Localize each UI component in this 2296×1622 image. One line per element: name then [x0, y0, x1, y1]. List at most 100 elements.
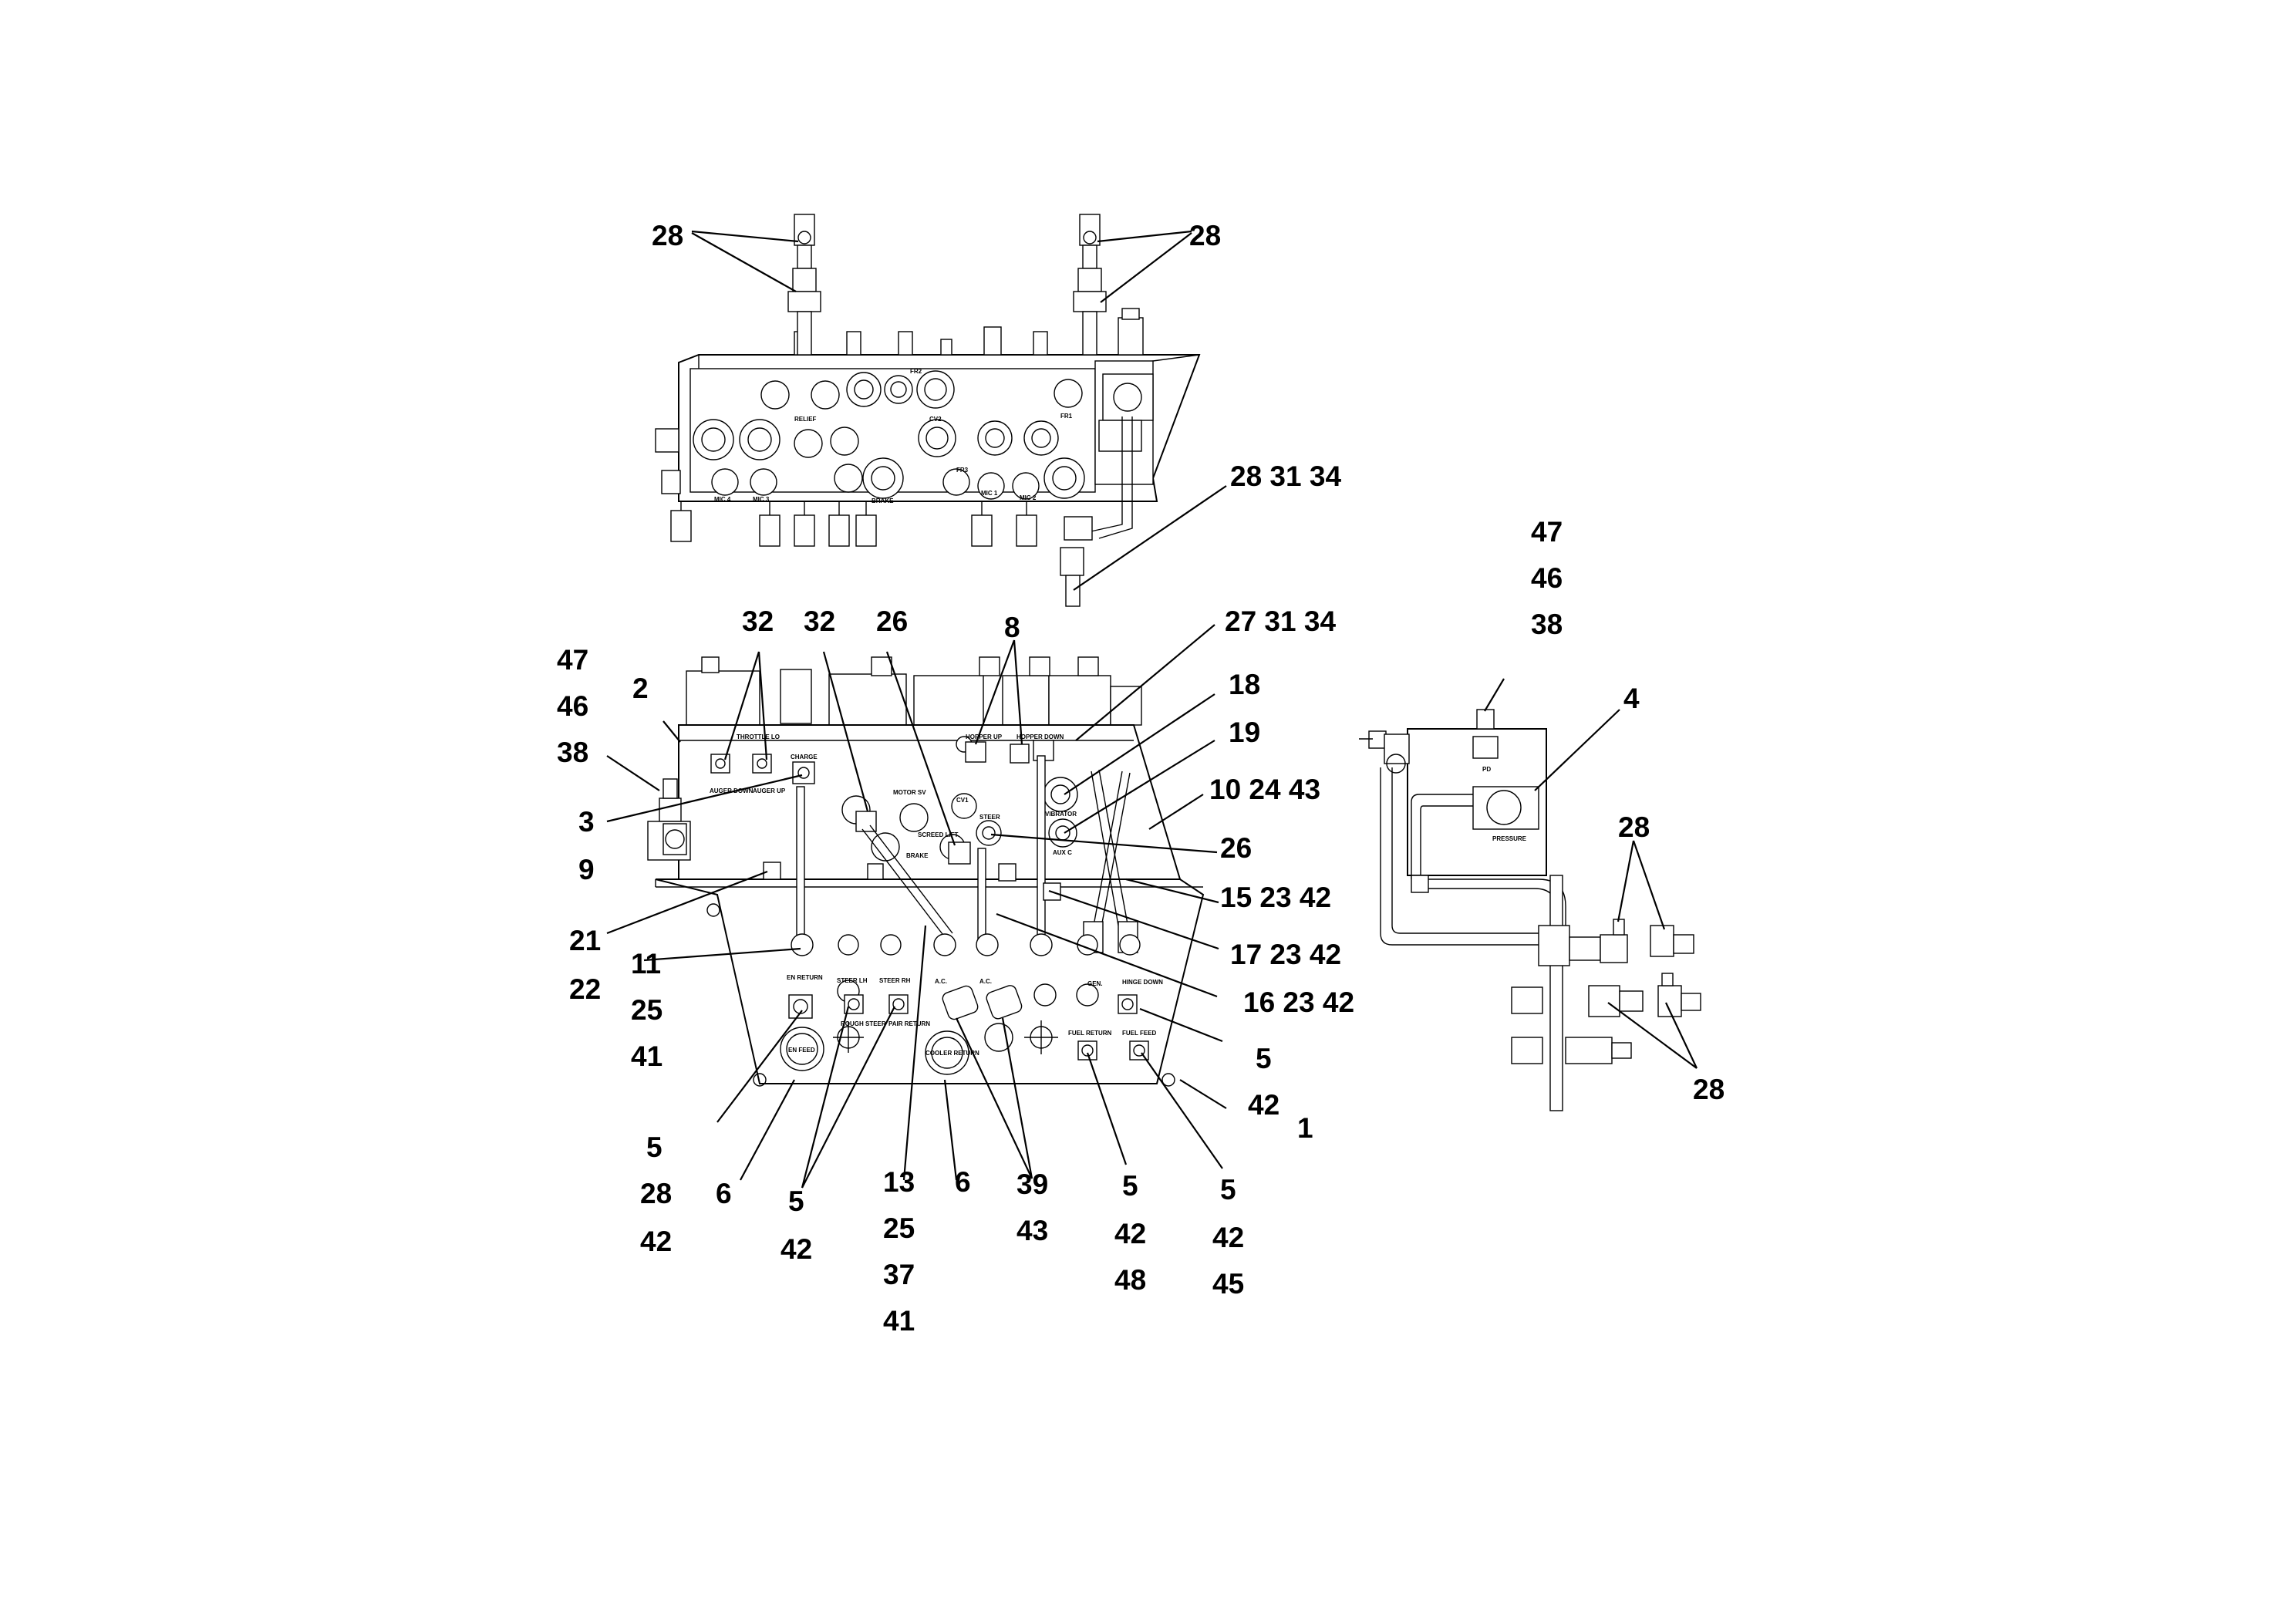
top-valve-manifold: RELIEF FR2 FR1 CV2 FR3 BRAKE MIC 4 MIC 3… [655, 214, 1201, 607]
label-pair-return: PAIR RETURN [888, 1020, 930, 1027]
label-hopper-up: HOPPER UP [966, 733, 1003, 740]
label-cooler-return: COOLER RETURN [925, 1050, 979, 1057]
callout-32-a: 32 [742, 605, 774, 637]
callout-47-right: 47 [1531, 516, 1563, 548]
callout-48: 48 [1114, 1264, 1146, 1296]
callout-9: 9 [578, 854, 595, 885]
label-auger-up: AUGER UP [753, 787, 786, 794]
label-steer: STEER [979, 814, 1000, 821]
label-en-return: EN RETURN [787, 974, 823, 981]
top-fittings [794, 308, 1144, 356]
label-steer-lh: STEER LH [837, 977, 868, 984]
label-mic4: MIC 4 [714, 496, 731, 503]
left-side-fittings [647, 778, 691, 861]
label-pd: PD [1482, 766, 1491, 773]
callout-25-a: 25 [631, 994, 663, 1026]
label-en-feed: EN FEED [788, 1047, 815, 1054]
callout-17-23-42: 17 23 42 [1230, 939, 1341, 970]
label-gen: GEN. [1087, 980, 1103, 987]
label-mic2: MIC 2 [1020, 494, 1037, 501]
label-mic3: MIC 3 [753, 496, 770, 503]
callout-38-left: 38 [557, 737, 588, 768]
label-fr3: FR3 [956, 467, 969, 474]
callout-16-23-42: 16 23 42 [1243, 986, 1354, 1018]
callout-22: 22 [569, 973, 601, 1005]
label-charge: CHARGE [791, 754, 818, 760]
label-brake: BRAKE [906, 852, 929, 859]
label-fuel-feed: FUEL FEED [1122, 1030, 1157, 1037]
callout-28-right-bottom: 28 [1693, 1074, 1725, 1105]
callout-6-b: 6 [955, 1166, 971, 1198]
leader-lines [606, 230, 1698, 1189]
callout-38-right: 38 [1531, 609, 1563, 640]
left-tee-fitting [787, 214, 821, 356]
label-relief: RELIEF [794, 416, 817, 423]
callout-27-31-34: 27 31 34 [1225, 605, 1336, 637]
callout-5-e: 5 [1256, 1043, 1272, 1074]
callout-45: 45 [1212, 1268, 1244, 1300]
callout-42-e: 42 [1248, 1089, 1279, 1121]
solenoid-coils [686, 656, 1142, 726]
pressure-block-assembly: PD PRESSURE [1359, 709, 1701, 1111]
callout-15-23-42: 15 23 42 [1220, 882, 1331, 913]
callout-1: 1 [1297, 1112, 1313, 1144]
label-steer-rh: STEER RH [879, 977, 911, 984]
callout-26-right: 26 [1220, 832, 1252, 864]
label-auger-down: AUGER DOWN [710, 787, 754, 794]
callout-5-d: 5 [1220, 1174, 1236, 1206]
valve-cartridges [655, 370, 1085, 500]
front-ports [710, 736, 1078, 880]
plate-holes [780, 933, 1149, 1075]
callout-32-b: 32 [804, 605, 835, 637]
label-fuel-return: FUEL RETURN [1068, 1030, 1112, 1037]
callout-41-b: 41 [883, 1305, 915, 1337]
callout-47-left: 47 [557, 644, 588, 676]
elbow-tube-assembly [1060, 416, 1133, 607]
label-ac-1: A.C. [935, 978, 947, 985]
callout-41-a: 41 [631, 1040, 663, 1072]
callout-25-b: 25 [883, 1212, 915, 1244]
label-hopper-down: HOPPER DOWN [1017, 733, 1064, 740]
callout-13: 13 [883, 1166, 915, 1198]
label-mic1: MIC 1 [981, 490, 998, 497]
callout-5-c: 5 [1122, 1170, 1138, 1202]
callout-5-b: 5 [788, 1185, 804, 1217]
callout-6-a: 6 [716, 1178, 732, 1209]
label-cv1: CV1 [956, 797, 969, 804]
label-fr2: FR2 [910, 368, 922, 375]
callout-8: 8 [1004, 612, 1020, 643]
callout-19: 19 [1229, 717, 1260, 748]
callout-26-top: 26 [876, 605, 908, 637]
label-vibrator: VIBRATOR [1045, 811, 1077, 818]
callout-42-d: 42 [1212, 1222, 1244, 1253]
right-tee-fitting [1073, 214, 1107, 356]
callout-2: 2 [632, 673, 649, 704]
callout-28-31-34-top: 28 31 34 [1230, 460, 1341, 492]
label-ac-2: A.C. [979, 978, 992, 985]
label-rough-steer: ROUGH STEER [841, 1020, 886, 1027]
label-aux-c: AUX C [1053, 849, 1072, 856]
label-brake-top: BRAKE [872, 497, 894, 504]
callout-5-a: 5 [646, 1131, 663, 1163]
callout-28-b: 28 [640, 1178, 672, 1209]
callout-39: 39 [1017, 1168, 1048, 1200]
callout-18: 18 [1229, 669, 1260, 700]
bottom-fittings [670, 501, 1037, 547]
callout-4: 4 [1623, 683, 1640, 714]
callout-3: 3 [578, 806, 595, 838]
callout-28-top-right: 28 [1189, 220, 1221, 251]
callout-43: 43 [1017, 1215, 1048, 1246]
label-screed-lift: SCREED LIFT [918, 831, 959, 838]
callout-37: 37 [883, 1259, 915, 1290]
callout-42-b: 42 [781, 1233, 812, 1265]
callout-11: 11 [631, 948, 661, 980]
label-hinge-down: HINGE DOWN [1122, 979, 1163, 986]
callout-21: 21 [569, 925, 601, 956]
callout-10-24-43: 10 24 43 [1209, 774, 1320, 805]
callout-28-top-left: 28 [652, 220, 683, 251]
callout-28-right-top: 28 [1618, 811, 1650, 843]
label-motor-sv: MOTOR SV [893, 789, 926, 796]
callout-46-left: 46 [557, 690, 588, 722]
front-manifold-panel: THROTTLE LO AUGER DOWN AUGER UP CHARGE M… [647, 656, 1205, 1087]
